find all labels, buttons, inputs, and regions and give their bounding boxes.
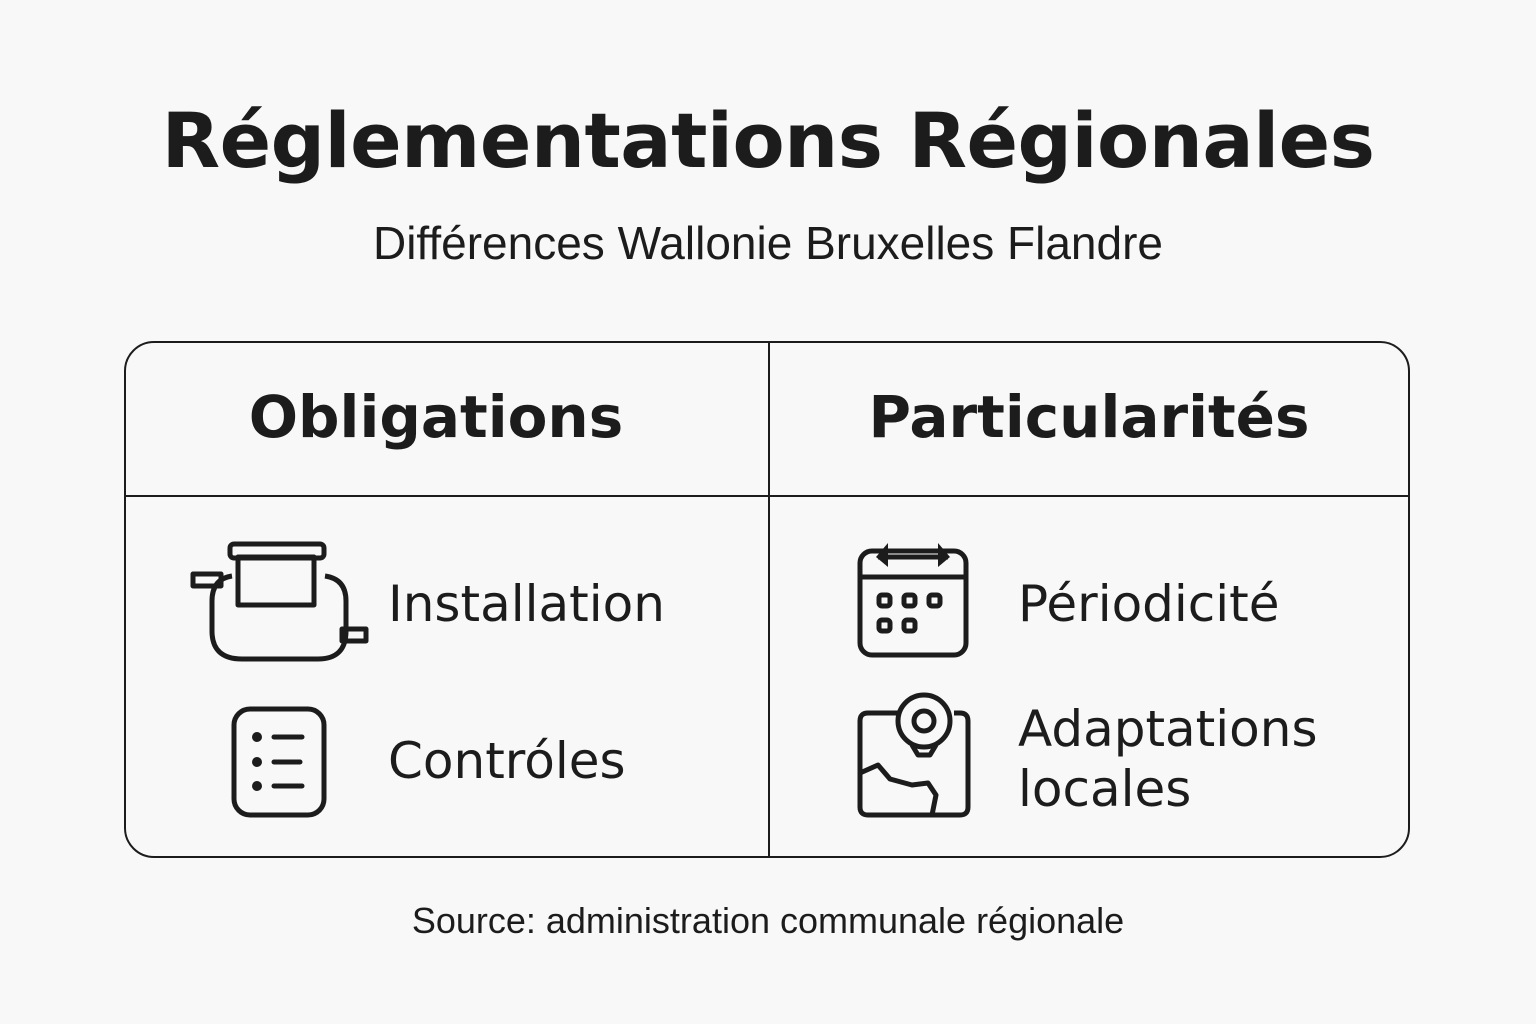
item-controles: Contróles bbox=[388, 732, 626, 790]
checklist-icon bbox=[231, 706, 327, 818]
septic-tank-icon bbox=[190, 541, 369, 662]
map-pin-icon bbox=[857, 692, 971, 818]
column-divider bbox=[768, 343, 770, 856]
column-header-obligations: Obligations bbox=[248, 383, 624, 451]
page-title: Réglementations Régionales bbox=[161, 96, 1375, 185]
item-adaptations-line2: locales bbox=[1018, 760, 1192, 818]
comparison-table: Obligations Particularités Installation … bbox=[124, 341, 1410, 858]
calendar-icon bbox=[857, 543, 969, 658]
item-periodicite: Périodicité bbox=[1018, 575, 1280, 633]
item-installation: Installation bbox=[388, 575, 665, 633]
column-header-particularites: Particularités bbox=[868, 383, 1310, 451]
source-note: Source: administration communale régiona… bbox=[411, 900, 1125, 941]
header-divider bbox=[126, 495, 1408, 497]
item-adaptations-locales: Adaptations locales bbox=[1018, 699, 1318, 819]
page-subtitle: Différences Wallonie Bruxelles Flandre bbox=[372, 217, 1164, 269]
item-adaptations-line1: Adaptations bbox=[1018, 700, 1318, 758]
